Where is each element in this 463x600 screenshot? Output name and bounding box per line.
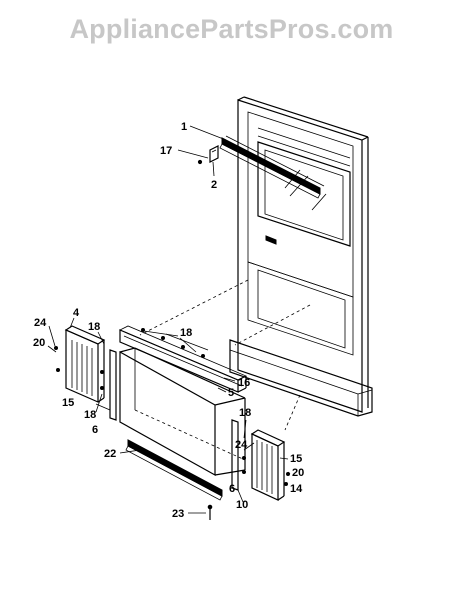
label-part-5: 5 — [228, 387, 234, 399]
top-rail-part — [219, 135, 325, 199]
label-part-10: 10 — [236, 499, 248, 511]
label-part-15-left: 15 — [62, 397, 74, 409]
label-part-20-left: 20 — [33, 337, 45, 349]
right-curtain-panel — [250, 429, 286, 501]
label-part-20-right: 20 — [292, 467, 304, 479]
label-part-18-left-top: 18 — [88, 321, 100, 333]
label-part-6-left: 6 — [92, 424, 98, 436]
label-part-16: 16 — [238, 377, 250, 389]
label-part-18-left-bottom: 18 — [84, 409, 96, 421]
label-part-2: 2 — [211, 179, 217, 191]
label-part-22: 22 — [104, 448, 116, 460]
label-part-4: 4 — [73, 307, 80, 319]
label-part-23: 23 — [172, 508, 184, 520]
label-part-17: 17 — [160, 145, 172, 157]
watermark-text: AppliancePartsPros.com — [69, 14, 394, 44]
label-part-14: 14 — [290, 483, 303, 495]
label-part-18-channel: 18 — [180, 327, 192, 339]
screw-part — [207, 504, 213, 520]
bracket-part — [197, 145, 219, 165]
leader-lines — [47, 125, 291, 514]
label-part-24-left: 24 — [34, 317, 47, 329]
label-part-1: 1 — [181, 121, 187, 133]
part-labels: 1 17 2 4 24 20 18 18 15 18 6 16 5 18 22 … — [33, 121, 304, 520]
bottom-rail-part — [125, 439, 223, 501]
label-part-24-right: 24 — [235, 439, 248, 451]
label-part-18-right: 18 — [239, 407, 251, 419]
left-curtain-panel — [64, 325, 106, 403]
right-frame-strip — [231, 419, 290, 491]
label-part-15-right: 15 — [290, 453, 302, 465]
window-frame — [139, 96, 373, 431]
top-channel-part — [119, 325, 247, 393]
housing-box — [119, 347, 246, 477]
label-part-6-right: 6 — [229, 483, 235, 495]
left-frame-strip — [54, 346, 117, 421]
